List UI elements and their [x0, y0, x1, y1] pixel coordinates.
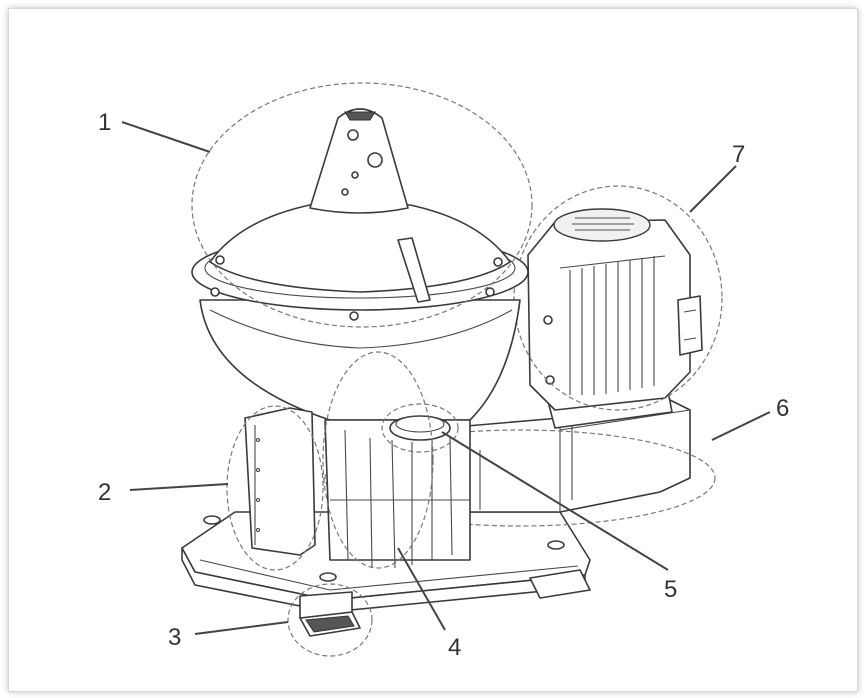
leader-line-7	[689, 165, 737, 213]
frame-stand-highlight-ring	[322, 351, 434, 569]
separator-frame	[199, 299, 521, 569]
callout-3: 3	[168, 624, 181, 651]
electric-motor	[527, 208, 703, 429]
callout-6: 6	[776, 395, 789, 422]
callout-7: 7	[732, 141, 745, 168]
bowl-hood	[191, 108, 529, 321]
leader-line-6	[711, 411, 771, 441]
foot-highlight-ring	[287, 583, 373, 657]
callout-4: 4	[448, 634, 461, 661]
hood-highlight-ring	[191, 82, 533, 328]
callout-2: 2	[98, 479, 111, 506]
sight-glass-highlight-ring	[381, 403, 459, 453]
callout-1: 1	[98, 109, 111, 136]
leader-line-4	[397, 547, 446, 631]
gear-housing-highlight-ring	[324, 429, 716, 527]
leader-line-5	[441, 431, 669, 571]
callout-5: 5	[664, 576, 677, 603]
leader-line-3	[194, 621, 289, 635]
side-cover-highlight-ring	[226, 405, 324, 571]
leader-line-1	[121, 121, 211, 153]
side-cover	[244, 407, 316, 556]
machine-foot	[299, 591, 361, 637]
motor-highlight-ring	[513, 185, 723, 411]
leader-line-2	[129, 483, 229, 491]
